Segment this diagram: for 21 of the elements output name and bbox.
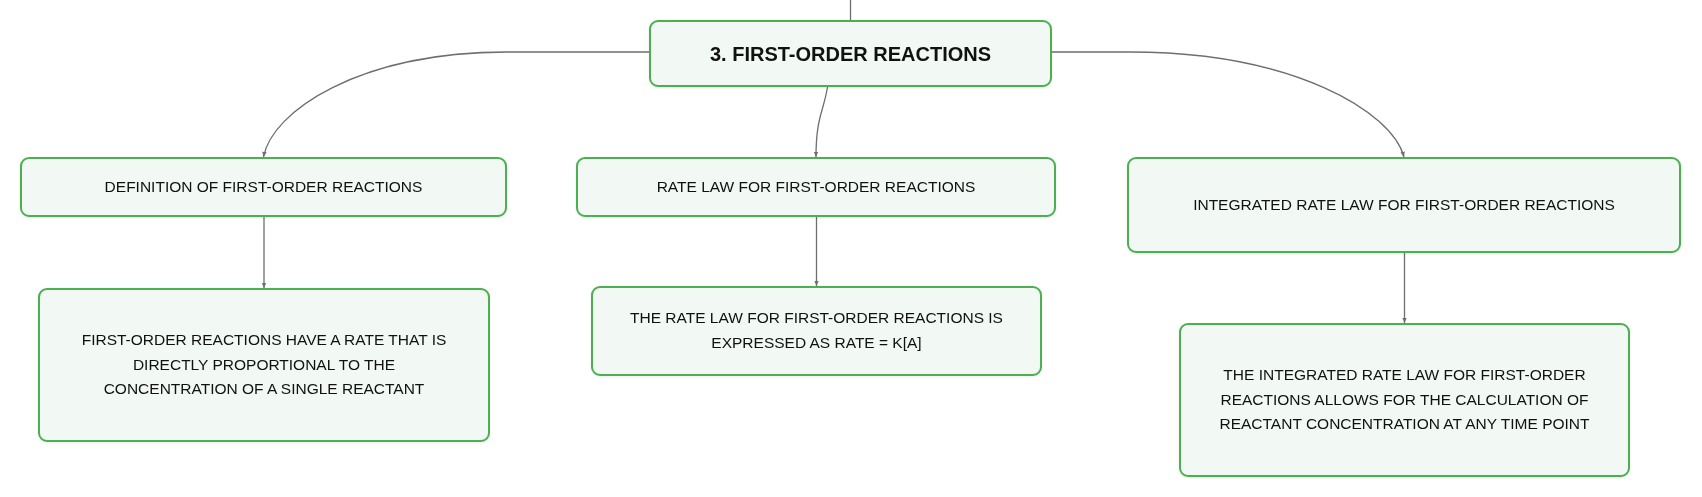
node-text: INTEGRATED RATE LAW FOR FIRST-ORDER REACTIONS: [1193, 194, 1615, 215]
subtopic-box: [1179, 323, 1630, 477]
connector-arrow: [1402, 252, 1407, 324]
subtopic-box: [20, 157, 507, 217]
node-text: THE INTEGRATED RATE LAW FOR FIRST-ORDER REACTIONS ALLOWS FOR THE CALCULATION OF REACTANT CONCENTRATION AT ANY TIME POINT: [1218, 364, 1591, 435]
connector-arrow: [1051, 51, 1405, 158]
subtopic-box: [38, 288, 490, 442]
connector-line: [849, 0, 852, 21]
connector-arrow: [813, 86, 829, 158]
node-text: 3. FIRST-ORDER REACTIONS: [709, 41, 992, 67]
node-text: FIRST-ORDER REACTIONS HAVE A RATE THAT IS DIRECTLY PROPORTIONAL TO THE CONCENTRATION OF A SINGLE REACTANT: [80, 329, 448, 400]
subtopic-box: [576, 157, 1056, 217]
topic-box: [649, 20, 1052, 87]
subtopic-box: [1127, 157, 1681, 253]
node-text: RATE LAW FOR FIRST-ORDER REACTIONS: [656, 176, 976, 197]
connector-arrow: [261, 216, 267, 289]
connector-arrow: [814, 216, 819, 287]
connector-arrow: [262, 51, 650, 158]
node-text: THE RATE LAW FOR FIRST-ORDER REACTIONS IS EXPRESSED AS RATE = K[A]: [629, 308, 1004, 353]
node-text: DEFINITION OF FIRST-ORDER REACTIONS: [104, 176, 423, 197]
subtopic-box: [591, 286, 1042, 376]
